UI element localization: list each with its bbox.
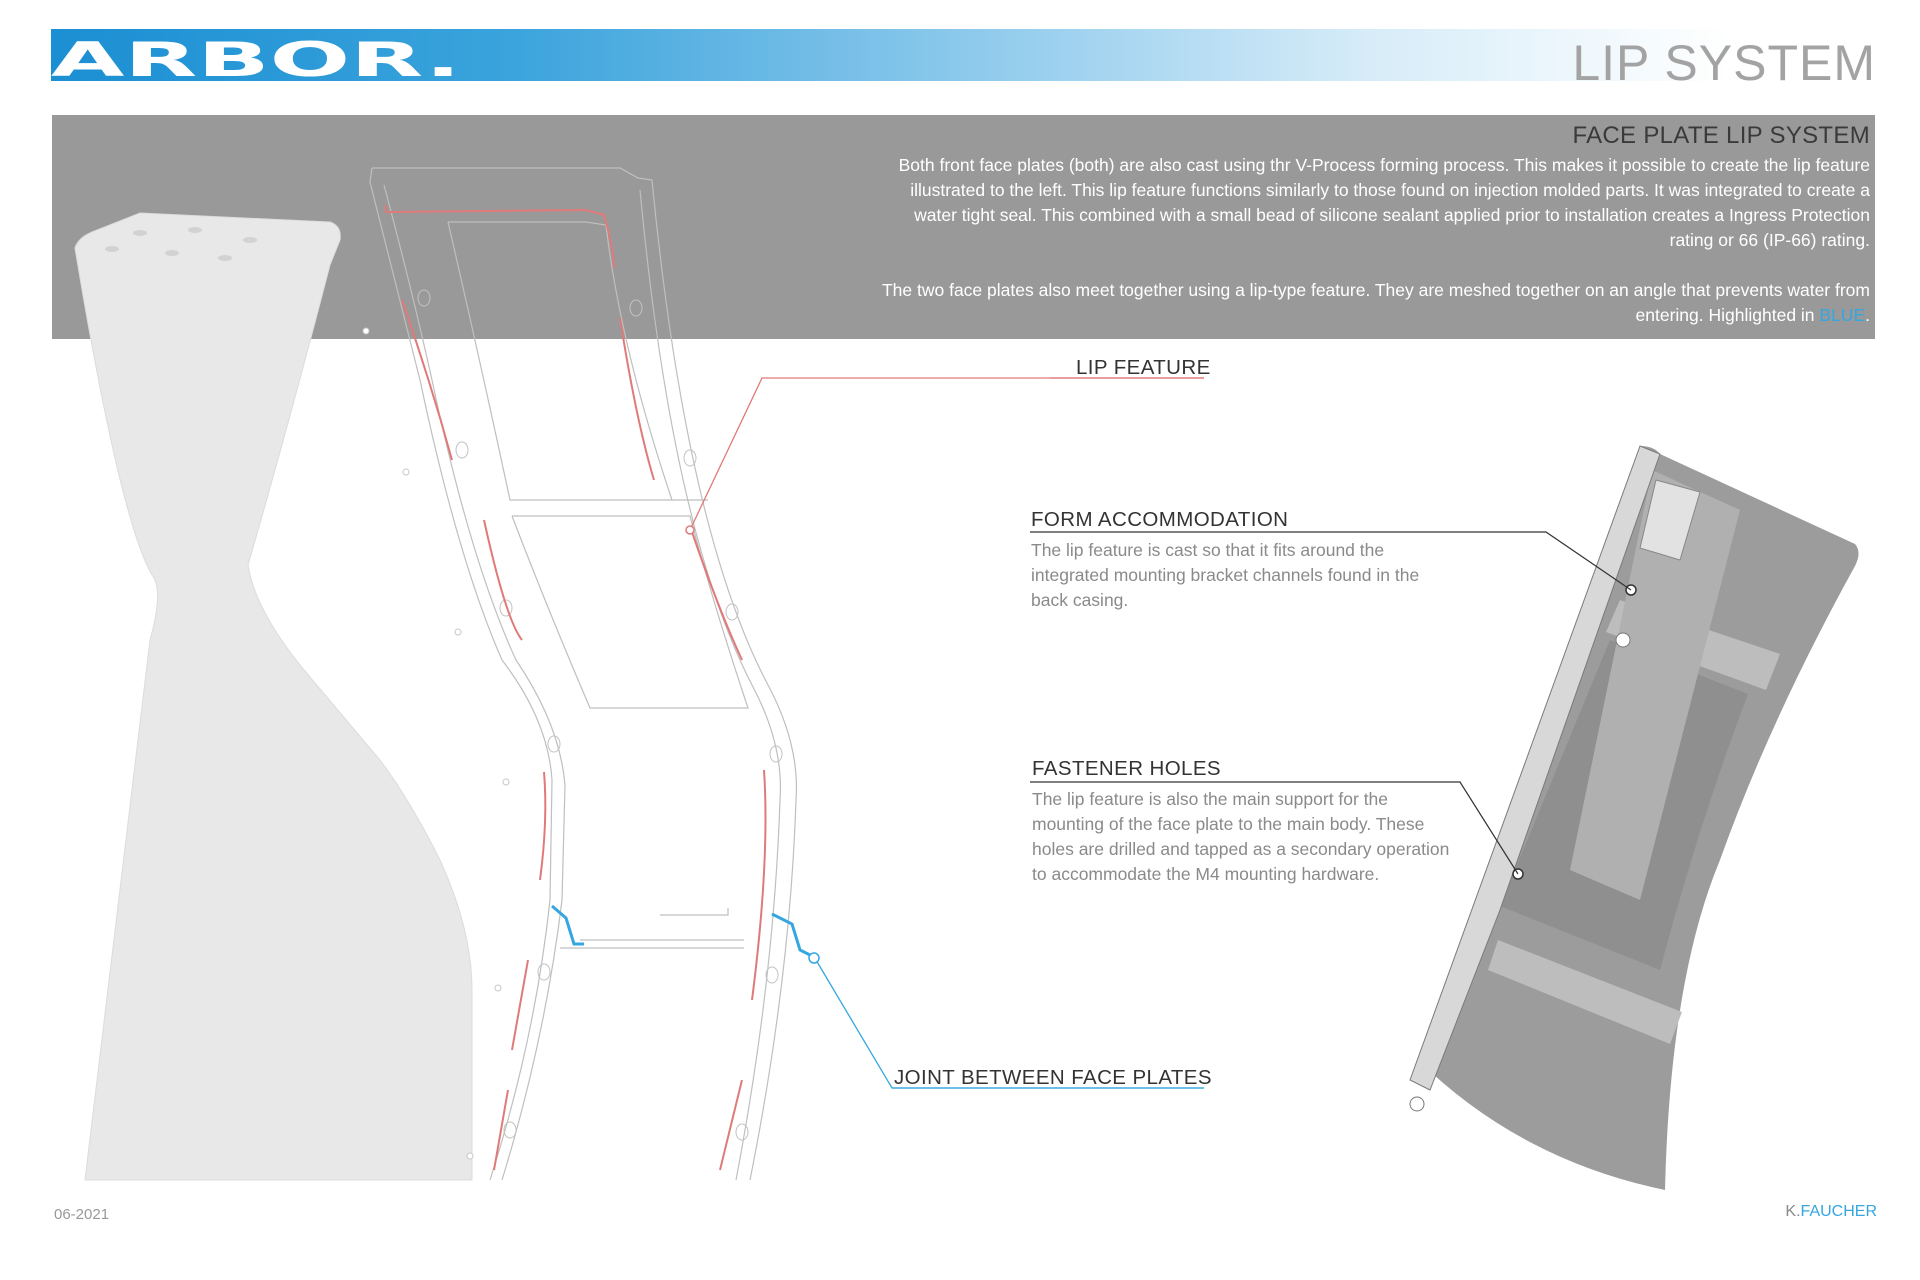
section-holes	[1409, 632, 1631, 1112]
arbor-logo-text: ARBOR.	[51, 32, 461, 85]
panel-heading: FACE PLATE LIP SYSTEM	[1572, 122, 1870, 149]
fastener-bosses	[417, 289, 783, 1141]
blue-highlight-word: BLUE	[1819, 305, 1866, 325]
form-accommodation-title: FORM ACCOMMODATION	[1031, 508, 1289, 531]
joint-label: JOINT BETWEEN FACE PLATES	[894, 1066, 1212, 1089]
fastener-leader	[1030, 781, 1519, 875]
joint-highlight	[551, 904, 813, 958]
back-casing-silhouette	[74, 212, 473, 1181]
footer-date: 06-2021	[54, 1206, 110, 1223]
author-initial: K.	[1785, 1203, 1801, 1220]
lip-section	[1639, 479, 1701, 561]
joint-marker	[808, 952, 820, 964]
footer-author: K.FAUCHER	[1785, 1203, 1877, 1221]
page-title: LIP SYSTEM	[1572, 35, 1876, 91]
author-name: FAUCHER	[1800, 1203, 1877, 1220]
lip-feature-marker	[685, 525, 695, 535]
casing-side-holes	[362, 327, 510, 1160]
description-panel	[52, 115, 1875, 339]
section-rib-2	[1488, 940, 1682, 1044]
fastener-holes-text: The lip feature is also the main support…	[1032, 789, 1450, 884]
lip-feature-label: LIP FEATURE	[1076, 356, 1211, 379]
face-plate-section	[1409, 445, 1661, 1091]
face-plate-outline	[369, 167, 798, 1181]
panel-paragraph-2-text: The two face plates also meet together u…	[881, 280, 1870, 325]
panel-paragraph-2-end: .	[1865, 305, 1870, 325]
panel-paragraph-2: The two face plates also meet together u…	[870, 278, 1870, 328]
form-leader	[1030, 531, 1632, 591]
form-accommodation-text: The lip feature is cast so that it fits …	[1031, 540, 1420, 610]
panel-paragraph-1: Both front face plates (both) are also c…	[898, 155, 1870, 250]
section-inner-wall	[1570, 470, 1740, 900]
arbor-logo: ARBOR.	[51, 32, 461, 85]
fastener-holes-title: FASTENER HOLES	[1032, 757, 1222, 780]
lip-feature-lines	[384, 204, 767, 1171]
header-gradient-band	[51, 29, 1877, 81]
panel-body: Both front face plates (both) are also c…	[870, 153, 1870, 328]
casing-holes	[105, 227, 257, 261]
